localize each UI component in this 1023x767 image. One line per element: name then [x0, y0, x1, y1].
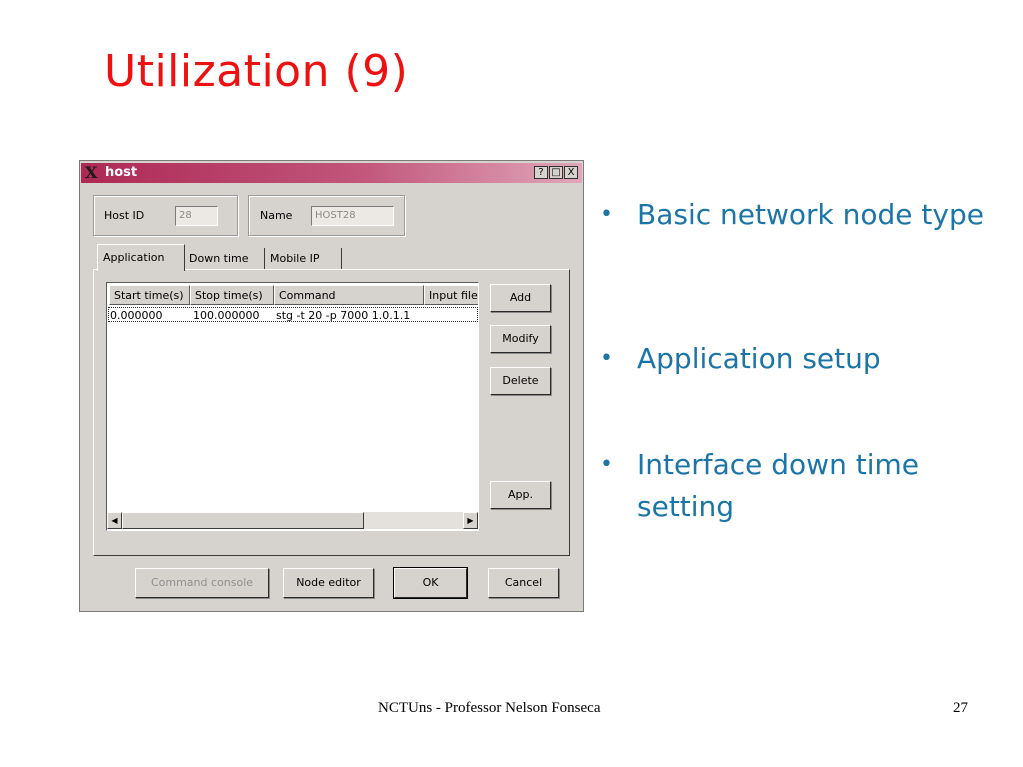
- host-id-label: Host ID: [104, 209, 145, 222]
- close-icon[interactable]: X: [564, 166, 578, 179]
- slide-footer: NCTUns - Professor Nelson Fonseca: [378, 700, 601, 716]
- tab-down-time[interactable]: Down time: [184, 248, 265, 270]
- table-horizontal-scrollbar[interactable]: ◀ ▶: [107, 512, 478, 529]
- cell-start-time: 0.000000: [110, 309, 163, 322]
- bullet-text: Basic network node type: [637, 198, 984, 231]
- delete-button[interactable]: Delete: [490, 367, 551, 395]
- cancel-button[interactable]: Cancel: [488, 568, 559, 598]
- name-group: [248, 195, 405, 236]
- slide-title: Utilization (9): [104, 46, 409, 97]
- column-header-input-file[interactable]: Input file: [424, 285, 478, 305]
- column-header-stop-time[interactable]: Stop time(s): [190, 285, 274, 305]
- node-editor-button[interactable]: Node editor: [283, 568, 374, 598]
- bullet-text: Application setup: [637, 342, 881, 375]
- maximize-icon[interactable]: □: [549, 166, 563, 179]
- host-id-field: 28: [175, 206, 218, 226]
- ok-button[interactable]: OK: [393, 567, 468, 599]
- cell-stop-time: 100.000000: [193, 309, 260, 322]
- host-id-group: [93, 195, 238, 236]
- window-title: host: [105, 165, 138, 180]
- name-label: Name: [260, 209, 293, 222]
- command-console-button[interactable]: Command console: [135, 568, 269, 598]
- tab-application[interactable]: Application: [97, 244, 185, 271]
- application-table[interactable]: Start time(s) Stop time(s) Command Input…: [106, 282, 479, 531]
- application-tab-panel: [93, 269, 570, 556]
- bullet-text: Interface down time setting: [637, 448, 919, 523]
- bullet-dot-icon: •: [600, 452, 613, 477]
- bullet-dot-icon: •: [600, 346, 613, 371]
- bullet-dot-icon: •: [600, 202, 613, 227]
- table-row[interactable]: 0.000000 100.000000 stg -t 20 -p 7000 1.…: [108, 307, 478, 322]
- column-header-start-time[interactable]: Start time(s): [109, 285, 190, 305]
- tab-mobile-ip[interactable]: Mobile IP: [265, 248, 342, 270]
- page-number: 27: [953, 700, 968, 716]
- name-field: HOST28: [311, 206, 394, 226]
- scrollbar-thumb[interactable]: [122, 512, 364, 529]
- window-titlebar[interactable]: X host ? □ X: [81, 163, 582, 183]
- arrow-left-icon[interactable]: ◀: [107, 512, 122, 529]
- app-button[interactable]: App.: [490, 481, 551, 509]
- column-header-command[interactable]: Command: [274, 285, 424, 305]
- modify-button[interactable]: Modify: [490, 325, 551, 353]
- cell-command: stg -t 20 -p 7000 1.0.1.1: [276, 309, 411, 322]
- add-button[interactable]: Add: [490, 284, 551, 312]
- help-icon[interactable]: ?: [534, 166, 548, 179]
- x-logo-icon: X: [85, 163, 98, 182]
- arrow-right-icon[interactable]: ▶: [463, 512, 478, 529]
